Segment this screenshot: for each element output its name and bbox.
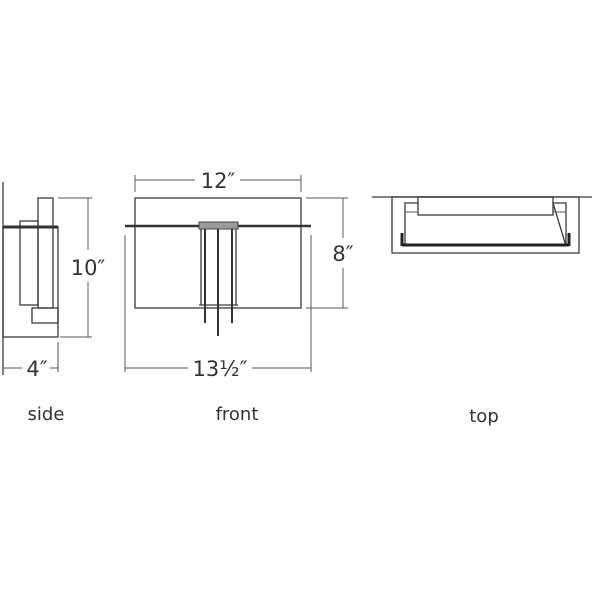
front-view-label: front bbox=[216, 404, 259, 425]
side-depth-dimension: 4″ bbox=[26, 357, 47, 381]
front-overall-width-dimension: 13½″ bbox=[193, 357, 248, 381]
front-view: 12″ 8″ 13½″ front bbox=[124, 169, 354, 425]
side-view-label: side bbox=[28, 404, 65, 425]
top-view: top bbox=[372, 196, 592, 427]
side-view: 10″ 4″ side bbox=[2, 182, 106, 425]
side-height-dimension: 10″ bbox=[71, 256, 106, 280]
top-view-label: top bbox=[469, 406, 499, 427]
front-height-dimension: 8″ bbox=[332, 242, 353, 266]
front-width-dimension: 12″ bbox=[201, 169, 236, 193]
